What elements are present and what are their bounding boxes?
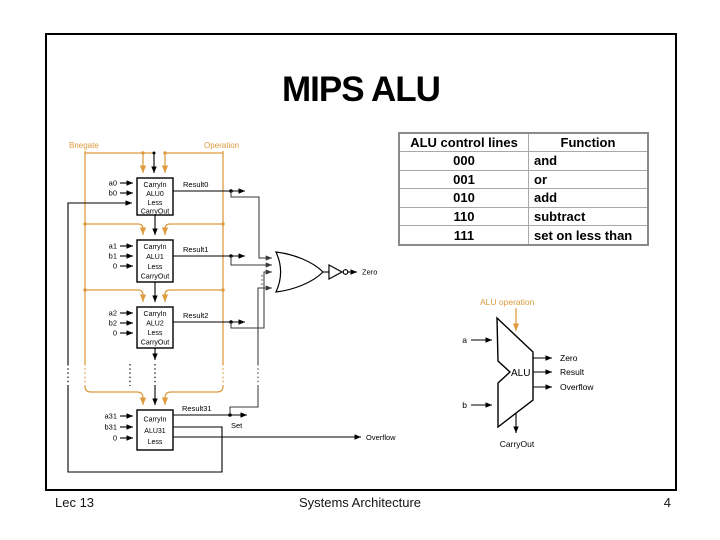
alu-operation-label: ALU operation (480, 297, 535, 307)
input-label-a1: a1 (109, 242, 117, 251)
footer-page-number: 4 (663, 495, 671, 510)
table-row: 000 and (398, 151, 649, 171)
function-cell: or (528, 169, 649, 190)
alu-box-line: CarryOut (141, 274, 169, 281)
set-output-label: Set (231, 421, 243, 430)
carry-chain-wires (67, 151, 158, 405)
zero-output-label: Zero (362, 268, 377, 277)
mips-alu-circuit-diagram: Bnegate Operation (67, 141, 396, 473)
alu-carryout-label: CarryOut (500, 439, 535, 449)
result1-label: Result1 (183, 245, 208, 254)
function-cell: subtract (528, 206, 649, 227)
alu-box-line: Less (148, 330, 163, 337)
table-row: 110 subtract (398, 206, 649, 227)
function-cell: set on less than (528, 225, 649, 246)
page-title: MIPS ALU (282, 70, 441, 109)
input-label-b1: b1 (109, 252, 117, 261)
control-code-cell: 110 (398, 206, 529, 227)
table-row: 010 add (398, 188, 649, 208)
control-buses (83, 151, 225, 405)
alu2-box: CarryIn ALU2 Less CarryOut (136, 306, 174, 349)
alu-control-table: ALU control lines Function 000 and 001 o… (398, 132, 649, 246)
alu-box-line: Less (148, 200, 163, 207)
footer-course-title: Systems Architecture (298, 495, 422, 510)
alu-box-line: ALU31 (144, 428, 166, 435)
alu-box-line: Less (148, 264, 163, 271)
slide-border (45, 33, 677, 491)
input-label-b31: b31 (104, 423, 117, 432)
alu-output-result-label: Result (560, 367, 585, 377)
alu-box-line: Less (148, 439, 163, 446)
result2-label: Result2 (183, 311, 208, 320)
control-code-cell: 010 (398, 188, 529, 208)
alu-box-line: CarryOut (141, 340, 169, 347)
set-feedback-loop (67, 200, 223, 473)
alu1-box: CarryIn ALU1 Less CarryOut (136, 239, 174, 283)
result-wires (173, 188, 247, 418)
alu-symbol-name: ALU (511, 368, 530, 379)
alu-box-line: CarryIn (144, 182, 167, 189)
alu31-box: CarryIn ALU31 Less (136, 409, 174, 451)
table-header-function: Function (528, 132, 649, 152)
alu-input-b-label: b (462, 400, 467, 410)
input-label-a0: a0 (109, 179, 117, 188)
bnegate-label: Bnegate (69, 141, 99, 150)
control-code-cell: 000 (398, 151, 529, 171)
input-label-zero1: 0 (113, 262, 117, 271)
table-header-control-lines: ALU control lines (398, 132, 529, 152)
alu-box-line: ALU0 (146, 191, 164, 198)
operation-label: Operation (204, 141, 239, 150)
table-row: 111 set on less than (398, 225, 649, 246)
input-wires (120, 180, 133, 441)
table-row: 001 or (398, 169, 649, 190)
input-label-a31: a31 (104, 412, 117, 421)
alu0-box: CarryIn ALU0 Less CarryOut (136, 177, 174, 216)
result31-label: Result31 (182, 404, 212, 413)
input-label-b0: b0 (109, 189, 117, 198)
overflow-output-label: Overflow (366, 433, 396, 442)
alu-symbol-diagram: ALU operation ALU a b Zero Result Overfl… (462, 297, 594, 449)
function-cell: add (528, 188, 649, 208)
input-label-b2: b2 (109, 319, 117, 328)
alu-trapezoid-icon (496, 316, 534, 429)
alu-output-zero-label: Zero (560, 353, 578, 363)
alu-box-line: ALU2 (146, 321, 164, 328)
alu-symbol-wires (471, 337, 552, 433)
input-label-a2: a2 (109, 309, 117, 318)
alu-box-line: CarryOut (141, 209, 169, 216)
or-gate-icon (275, 251, 324, 293)
control-code-cell: 001 (398, 169, 529, 190)
inverter-icon (323, 263, 357, 281)
input-label-zero31: 0 (113, 434, 117, 443)
function-cell: and (528, 151, 649, 171)
alu-input-a-label: a (462, 335, 467, 345)
result0-label: Result0 (183, 180, 208, 189)
control-code-cell: 111 (398, 225, 529, 246)
zero-collector-wires (229, 191, 272, 413)
footer-lecture-number: Lec 13 (55, 495, 95, 510)
alu-output-overflow-label: Overflow (560, 382, 594, 392)
alu-box-line: CarryIn (144, 244, 167, 251)
alu-box-line: CarryIn (144, 311, 167, 318)
alu-box-line: CarryIn (144, 417, 167, 424)
alu-box-line: ALU1 (146, 254, 164, 261)
input-label-zero2: 0 (113, 329, 117, 338)
